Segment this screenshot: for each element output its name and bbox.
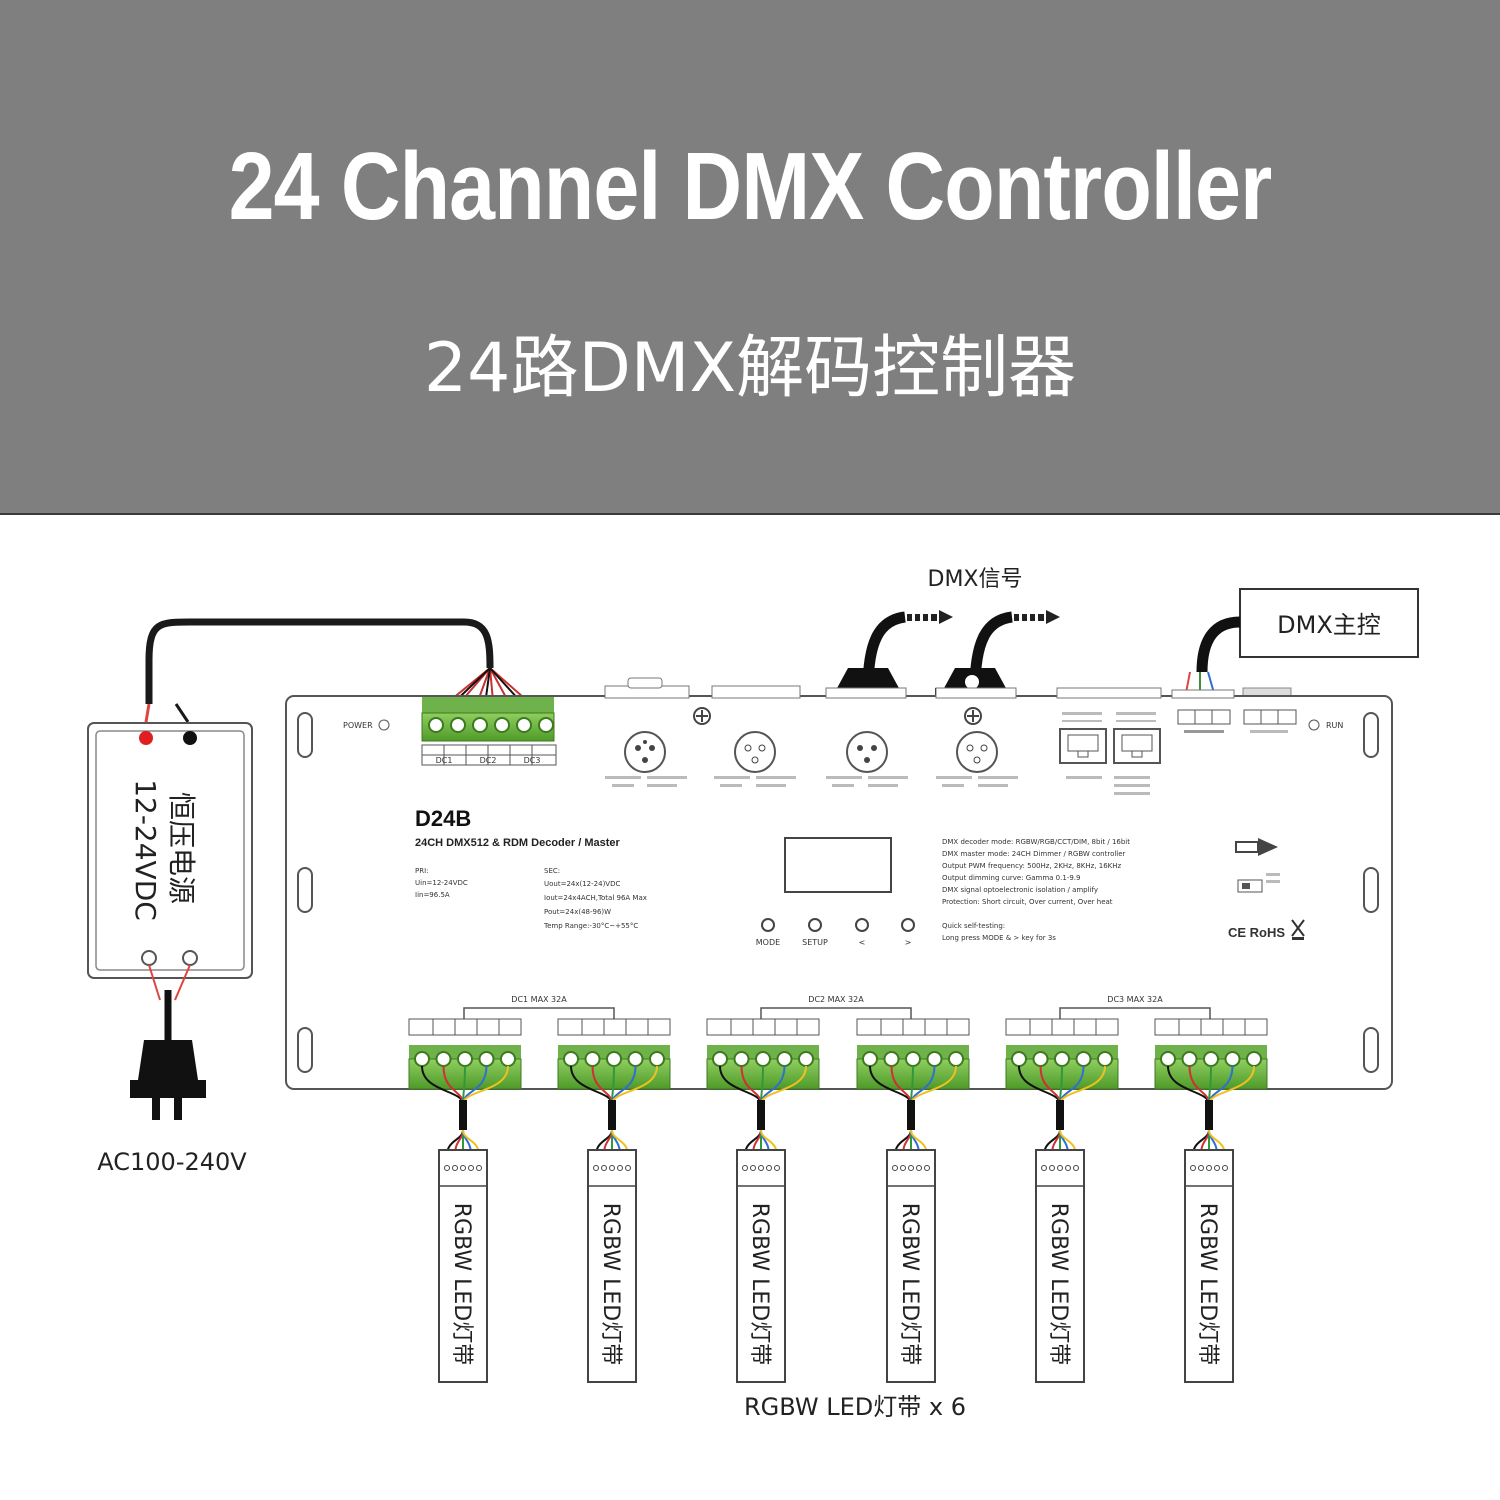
wiring-diagram: DMX信号 DMX主控 恒压电源 12-24VDC AC100-240V bbox=[87, 567, 1419, 1421]
led-strip-label: RGBW LED灯带 bbox=[747, 1203, 772, 1366]
model-name: D24B bbox=[415, 806, 471, 831]
setup-button[interactable]: SETUP bbox=[802, 918, 828, 947]
sec-line: Pout=24x(48-96)W bbox=[544, 908, 611, 916]
cable bbox=[1056, 1100, 1064, 1130]
output-channel: RGBW LED灯带 bbox=[706, 1018, 820, 1383]
title-banner bbox=[0, 0, 1500, 515]
signal-arrow-icon bbox=[1014, 610, 1060, 624]
xlr-port-icon bbox=[624, 731, 666, 773]
dc-group-1-label: DC1 MAX 32A bbox=[511, 995, 567, 1004]
left-button[interactable]: < bbox=[855, 918, 869, 947]
model-subtitle: 24CH DMX512 & RDM Decoder / Master bbox=[415, 837, 621, 849]
dc-group-3-label: DC3 MAX 32A bbox=[1107, 995, 1163, 1004]
psu-name: 恒压电源 bbox=[165, 792, 198, 904]
xlr-port-icon bbox=[956, 731, 998, 773]
led-strip-label: RGBW LED灯带 bbox=[1195, 1203, 1220, 1366]
weee-bin-icon bbox=[1291, 919, 1305, 940]
power-supply: 恒压电源 12-24VDC AC100-240V bbox=[87, 618, 541, 1176]
sec-line: Uout=24x(12-24)VDC bbox=[544, 880, 620, 888]
svg-text:SETUP: SETUP bbox=[802, 938, 828, 947]
dip-switch-icon bbox=[1237, 873, 1280, 893]
sec-line: Iout=24x4ACH,Total 96A Max bbox=[544, 894, 647, 902]
lcd-display bbox=[784, 837, 892, 893]
cable bbox=[907, 1100, 915, 1130]
cert-marks: CE RoHS bbox=[1228, 925, 1285, 940]
output-channel: RGBW LED灯带 bbox=[408, 1018, 522, 1383]
run-label: RUN bbox=[1326, 721, 1343, 730]
spec-line: Output dimming curve: Gamma 0.1-9.9 bbox=[942, 874, 1080, 882]
controller-d24b: POWER RUN DC1 DC2 DC3 bbox=[285, 677, 1393, 1090]
sec-line: Temp Range:-30°C~+55°C bbox=[543, 922, 638, 930]
cable bbox=[757, 1100, 765, 1130]
spec-line: Long press MODE & > key for 3s bbox=[942, 934, 1056, 942]
led-strip-label: RGBW LED灯带 bbox=[449, 1203, 474, 1366]
cable bbox=[1205, 1100, 1213, 1130]
led-strip-label: RGBW LED灯带 bbox=[1046, 1203, 1071, 1366]
pri-line: Uin=12-24VDC bbox=[415, 879, 468, 887]
led-strip bbox=[736, 1149, 786, 1383]
sec-line: SEC: bbox=[544, 867, 560, 875]
pri-line: PRI: bbox=[415, 867, 429, 875]
output-channel: RGBW LED灯带 bbox=[1154, 1018, 1268, 1383]
spec-line: Quick self-testing: bbox=[942, 922, 1005, 930]
dmx-signal-label: DMX信号 bbox=[928, 567, 1023, 592]
spec-line: DMX signal optoelectronic isolation / am… bbox=[942, 886, 1098, 894]
rdm-arrow-icon bbox=[1235, 838, 1278, 856]
power-label: POWER bbox=[343, 721, 373, 730]
led-strip bbox=[886, 1149, 936, 1383]
right-button[interactable]: > bbox=[901, 918, 915, 947]
led-strip-label: RGBW LED灯带 bbox=[598, 1203, 623, 1366]
xlr-port-icon bbox=[846, 731, 888, 773]
pri-line: Iin=96.5A bbox=[415, 891, 450, 899]
spec-line: DMX decoder mode: RGBW/RGB/CCT/DIM, 8bit… bbox=[942, 838, 1130, 846]
output-channel: RGBW LED灯带 bbox=[1005, 1018, 1119, 1383]
svg-text:<: < bbox=[859, 938, 866, 947]
output-channel: RGBW LED灯带 bbox=[557, 1018, 671, 1383]
input-group-1: DC1 bbox=[436, 756, 453, 765]
input-group-2: DC2 bbox=[480, 756, 497, 765]
dmx-master: DMX主控 bbox=[1185, 588, 1419, 699]
spec-line: Output PWM frequency: 500Hz, 2KHz, 8KHz,… bbox=[942, 862, 1122, 870]
page-title: 24 Channel DMX Controller bbox=[228, 133, 1273, 240]
svg-text:>: > bbox=[905, 938, 912, 947]
led-strip-label: RGBW LED灯带 bbox=[897, 1203, 922, 1366]
led-strip bbox=[1184, 1149, 1234, 1383]
led-strip bbox=[1035, 1149, 1085, 1383]
cable bbox=[459, 1100, 467, 1130]
xlr-port-icon bbox=[734, 731, 776, 773]
dmx-master-label: DMX主控 bbox=[1277, 611, 1381, 639]
output-channel: RGBW LED灯带 bbox=[856, 1018, 970, 1383]
output-terminals: RGBW LED灯带 RGBW LED灯带 RGBW LED灯带 RGBW LED灯带… bbox=[408, 1018, 1268, 1383]
dc-group-2-label: DC2 MAX 32A bbox=[808, 995, 864, 1004]
rj45-port-icon bbox=[1113, 728, 1161, 764]
banner-divider bbox=[0, 513, 1500, 515]
input-group-3: DC3 bbox=[524, 756, 541, 765]
page-subtitle: 24路DMX解码控制器 bbox=[423, 329, 1077, 408]
plug-icon bbox=[130, 1040, 206, 1120]
led-strip bbox=[587, 1149, 637, 1383]
mode-button[interactable]: MODE bbox=[756, 918, 780, 947]
rj45-port-icon bbox=[1059, 728, 1107, 764]
svg-text:MODE: MODE bbox=[756, 938, 780, 947]
cable bbox=[608, 1100, 616, 1130]
spec-line: Protection: Short circuit, Over current,… bbox=[942, 898, 1113, 906]
signal-arrow-icon bbox=[907, 610, 953, 624]
psu-voltage: 12-24VDC bbox=[129, 779, 162, 921]
spec-line: DMX master mode: 24CH Dimmer / RGBW cont… bbox=[942, 850, 1126, 858]
led-strip bbox=[438, 1149, 488, 1383]
mains-voltage-label: AC100-240V bbox=[97, 1148, 247, 1176]
dmx-signal-cables: DMX信号 bbox=[828, 567, 1060, 696]
strip-caption: RGBW LED灯带 x 6 bbox=[744, 1393, 966, 1421]
